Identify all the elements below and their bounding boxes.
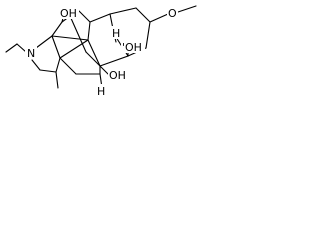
hydroxyl-label-bottom: OH [109,69,126,82]
bond-c14-c15 [145,21,151,49]
bond-c7-c12 [89,13,111,23]
bond-c2-c3 [39,69,57,73]
bond-ethyl-ch2 [16,43,27,53]
bond-n-c1 [35,35,53,49]
hydroxyl-label-top: OH [60,7,77,20]
bond-o-ch3 [177,5,197,13]
bond-c16-c11 [99,55,129,67]
bond-c14-o [149,13,169,23]
bond-ethyl-ch3 [5,43,18,53]
bond-c1-c8 [51,35,89,41]
atom-labels: N OH H 'OH OH H O [25,6,178,98]
structure-diagram: N OH H 'OH OH H O [0,0,212,106]
bond-n-c2 [31,59,41,71]
bond-c11-c8 [87,39,101,67]
bond-c3-c4 [55,57,61,73]
bond-c6-c7 [77,9,91,23]
bond-c8-c4 [59,39,89,59]
molecule-svg: N OH H 'OH OH H O [5,5,197,98]
bond-c7-c8 [87,21,91,41]
bond-c1-c5 [51,21,63,37]
methoxy-oxygen-label: O [168,7,177,20]
hydrogen-label-bottom: H [97,85,105,98]
bond-methyl [55,71,59,89]
bond-c4-c1 [51,35,61,59]
hydrogen-label-mid: H [112,27,120,40]
bond-c4-c9 [59,57,77,75]
bond-bridge-1 [69,15,87,53]
bond-bridge-2 [85,51,101,67]
bond-c12-c13 [109,7,137,15]
bond-c13-c14 [135,7,151,23]
hydroxyl-label-mid: 'OH [122,41,142,54]
nitrogen-label: N [27,47,35,60]
